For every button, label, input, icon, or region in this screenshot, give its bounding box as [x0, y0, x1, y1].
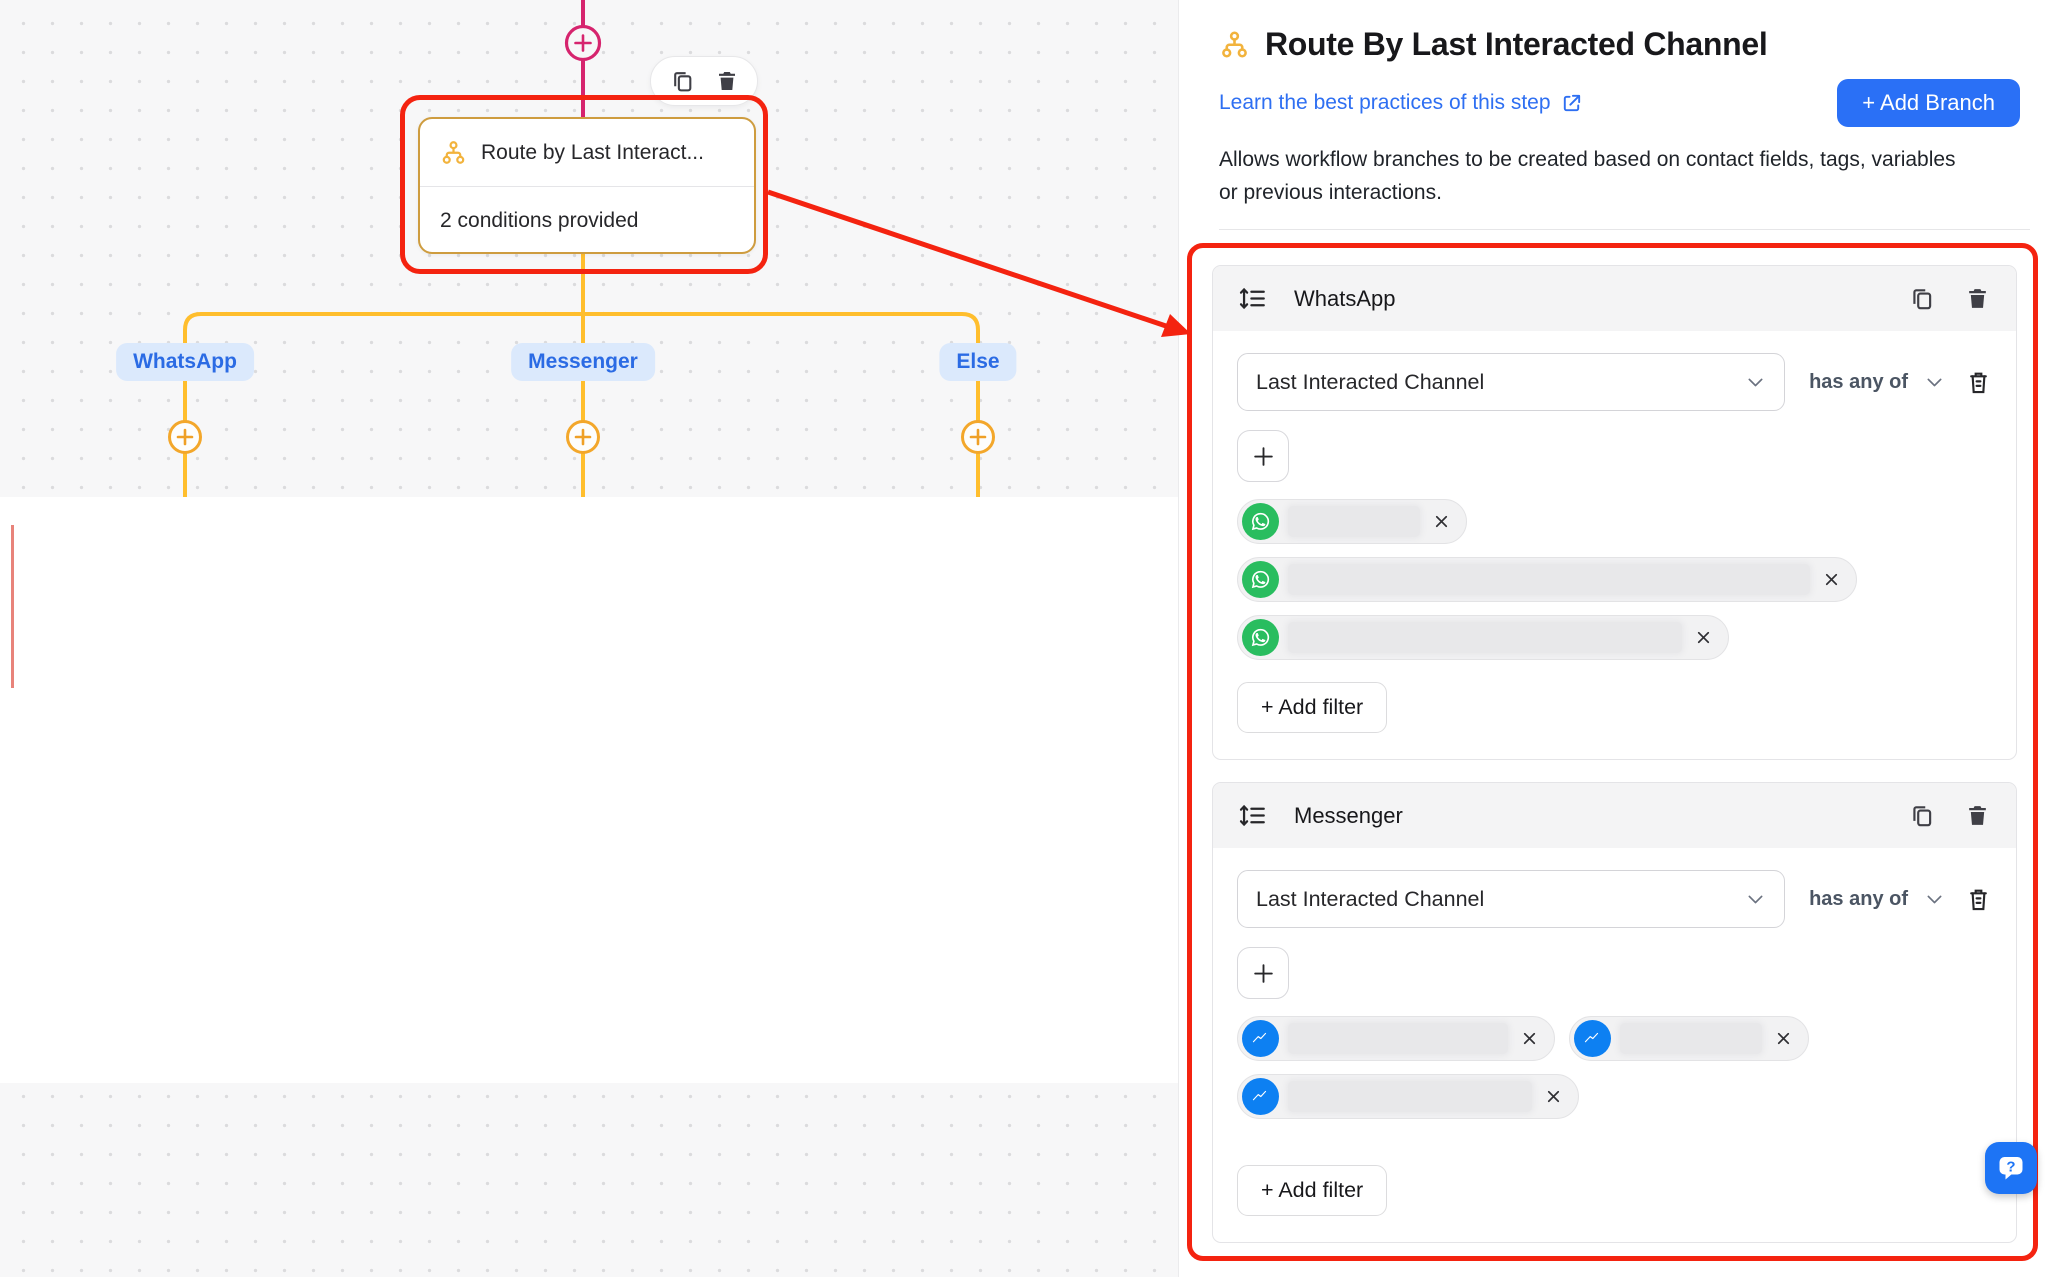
- help-chat-icon: ?: [1995, 1152, 2027, 1184]
- learn-link-label: Learn the best practices of this step: [1219, 91, 1551, 115]
- whatsapp-icon: [1242, 561, 1279, 598]
- chip-row: [1237, 1016, 1992, 1061]
- field-select-value: Last Interacted Channel: [1256, 370, 1745, 395]
- external-link-icon: [1560, 92, 1583, 115]
- help-button[interactable]: ?: [1985, 1142, 2037, 1194]
- drag-handle-icon[interactable]: [1239, 802, 1266, 829]
- copy-node-icon[interactable]: [670, 69, 695, 94]
- step-description: Allows workflow branches to be created b…: [1219, 144, 1964, 209]
- panel-divider: [1219, 229, 2030, 230]
- field-select[interactable]: Last Interacted Channel: [1237, 353, 1785, 411]
- workflow-canvas[interactable]: WhatsApp Messenger Else: [0, 0, 1178, 1277]
- channel-chip[interactable]: [1237, 1016, 1555, 1061]
- route-node-header: Route by Last Interact...: [420, 119, 754, 187]
- branch-node-icon: [440, 139, 467, 166]
- messenger-icon: [1242, 1020, 1279, 1057]
- branch-card-messenger: Messenger: [1212, 782, 2017, 1243]
- chip-row: [1237, 499, 1992, 544]
- add-value-button[interactable]: [1237, 947, 1289, 999]
- annotation-branches-highlight: WhatsApp: [1187, 243, 2038, 1261]
- branch-name: Messenger: [1294, 803, 1881, 829]
- svg-text:?: ?: [2006, 1159, 2015, 1176]
- chip-row: [1237, 557, 1992, 602]
- branch-card-header: WhatsApp: [1213, 266, 2016, 331]
- chevron-down-icon: [1745, 372, 1766, 393]
- route-node-title: Route by Last Interact...: [481, 141, 704, 165]
- channel-chip[interactable]: [1237, 499, 1467, 544]
- remove-chip-icon[interactable]: [1544, 1087, 1563, 1106]
- condition-row: Last Interacted Channel has any of: [1237, 870, 1992, 928]
- redacted-channel-name: [1620, 1023, 1762, 1054]
- panel-title: Route By Last Interacted Channel: [1265, 26, 1768, 63]
- redacted-channel-name: [1288, 506, 1420, 537]
- copy-branch-icon[interactable]: [1909, 286, 1935, 312]
- messenger-icon: [1242, 1078, 1279, 1115]
- channel-chip-list: [1237, 1016, 1992, 1119]
- add-step-button[interactable]: [568, 422, 599, 453]
- branch-name: WhatsApp: [1294, 286, 1881, 312]
- delete-condition-icon[interactable]: [1965, 886, 1992, 913]
- field-select-value: Last Interacted Channel: [1256, 887, 1745, 912]
- operator-select-value[interactable]: has any of: [1809, 888, 1908, 911]
- whatsapp-icon: [1242, 503, 1279, 540]
- branch-card-whatsapp: WhatsApp: [1212, 265, 2017, 760]
- node-toolbar: [650, 56, 758, 106]
- delete-condition-icon[interactable]: [1965, 369, 1992, 396]
- add-value-button[interactable]: [1237, 430, 1289, 482]
- copy-branch-icon[interactable]: [1909, 803, 1935, 829]
- channel-chip-list: [1237, 499, 1992, 660]
- branch-label-messenger: Messenger: [511, 343, 655, 381]
- branch-step-icon: [1219, 29, 1250, 60]
- redacted-channel-name: [1288, 1023, 1508, 1054]
- add-branch-button[interactable]: + Add Branch: [1837, 79, 2020, 127]
- add-filter-button[interactable]: + Add filter: [1237, 1165, 1387, 1216]
- remove-chip-icon[interactable]: [1432, 512, 1451, 531]
- branch-label-else: Else: [939, 343, 1016, 381]
- redacted-channel-name: [1288, 622, 1682, 653]
- drag-handle-icon[interactable]: [1239, 285, 1266, 312]
- chevron-down-icon[interactable]: [1924, 889, 1945, 910]
- delete-branch-icon[interactable]: [1965, 286, 1990, 311]
- learn-best-practices-link[interactable]: Learn the best practices of this step: [1219, 91, 1583, 115]
- branch-card-header: Messenger: [1213, 783, 2016, 848]
- chevron-down-icon: [1745, 889, 1766, 910]
- operator-select-value[interactable]: has any of: [1809, 371, 1908, 394]
- channel-chip[interactable]: [1237, 615, 1729, 660]
- add-filter-button[interactable]: + Add filter: [1237, 682, 1387, 733]
- chip-row: [1237, 1074, 1992, 1119]
- channel-chip[interactable]: [1237, 557, 1857, 602]
- channel-chip[interactable]: [1237, 1074, 1579, 1119]
- branch-label-whatsapp: WhatsApp: [116, 343, 254, 381]
- redacted-channel-name: [1288, 564, 1810, 595]
- channel-chip[interactable]: [1569, 1016, 1809, 1061]
- chevron-down-icon[interactable]: [1924, 372, 1945, 393]
- step-config-panel: Route By Last Interacted Channel Learn t…: [1178, 0, 2048, 1277]
- messenger-icon: [1574, 1020, 1611, 1057]
- delete-branch-icon[interactable]: [1965, 803, 1990, 828]
- route-node[interactable]: Route by Last Interact... 2 conditions p…: [418, 117, 756, 254]
- chip-row: [1237, 615, 1992, 660]
- whatsapp-icon: [1242, 619, 1279, 656]
- add-step-button[interactable]: [963, 422, 994, 453]
- remove-chip-icon[interactable]: [1520, 1029, 1539, 1048]
- remove-chip-icon[interactable]: [1774, 1029, 1793, 1048]
- add-step-button[interactable]: [170, 422, 201, 453]
- field-select[interactable]: Last Interacted Channel: [1237, 870, 1785, 928]
- remove-chip-icon[interactable]: [1694, 628, 1713, 647]
- redacted-channel-name: [1288, 1081, 1532, 1112]
- remove-chip-icon[interactable]: [1822, 570, 1841, 589]
- delete-node-icon[interactable]: [715, 69, 739, 93]
- condition-row: Last Interacted Channel has any of: [1237, 353, 1992, 411]
- route-node-subtitle: 2 conditions provided: [420, 187, 754, 254]
